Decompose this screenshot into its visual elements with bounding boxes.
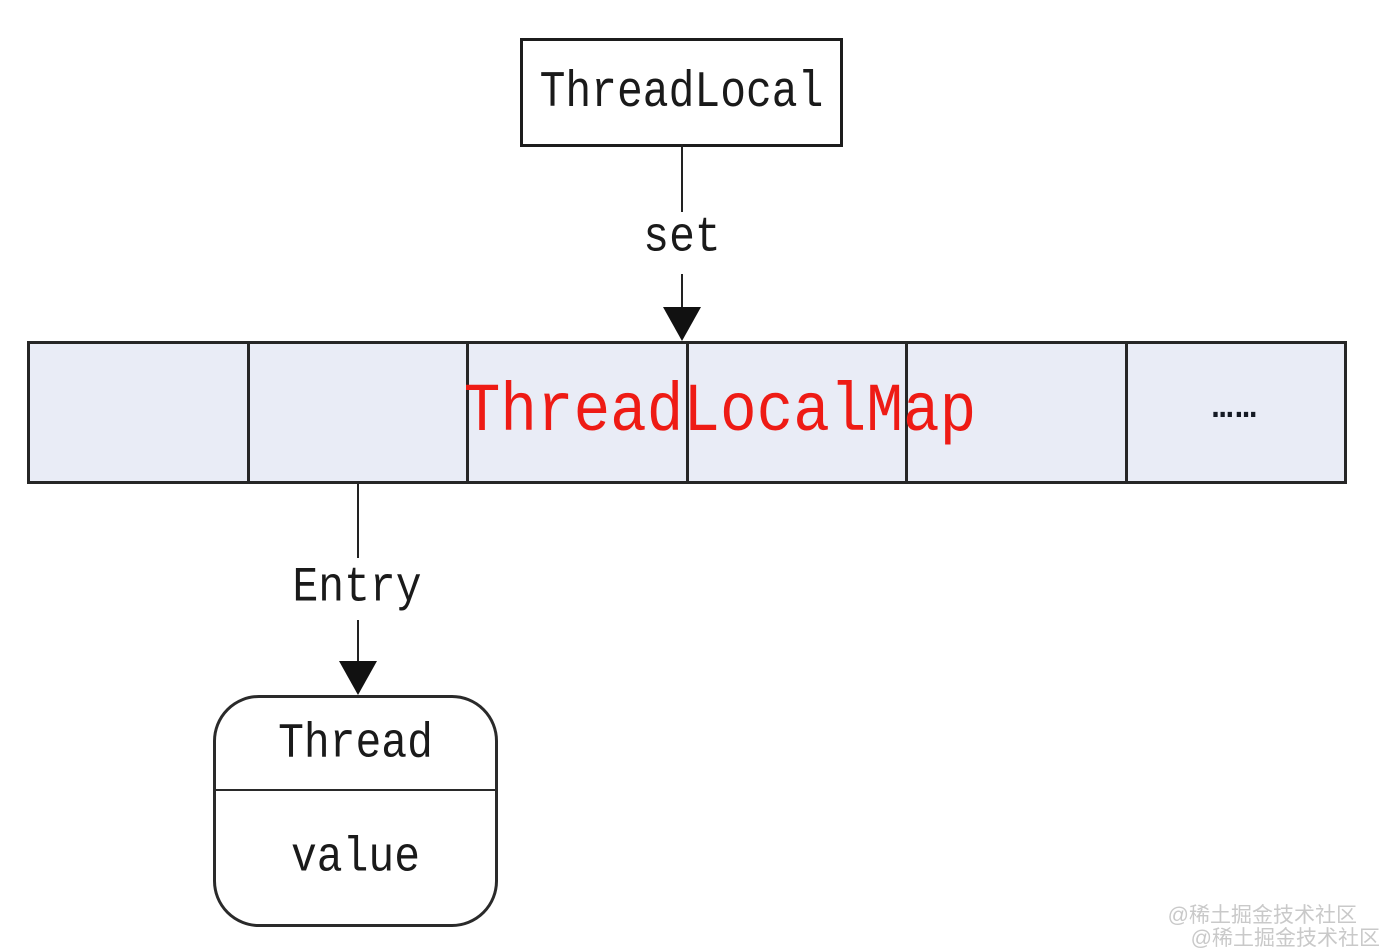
entry-box-value-section: value <box>216 791 495 924</box>
entry-connector-line-lower <box>357 620 359 666</box>
watermark-line-2: @稀土掘金技术社区 <box>1190 927 1380 950</box>
map-cell <box>469 344 689 481</box>
set-connector-line-lower <box>681 274 683 314</box>
threadlocalmap-row: …… <box>27 341 1347 484</box>
map-cell <box>908 344 1128 481</box>
entry-label: Entry <box>292 559 422 616</box>
map-cell <box>250 344 469 481</box>
set-label: set <box>643 209 721 266</box>
watermark-line-1: @稀土掘金技术社区 <box>1167 904 1357 927</box>
set-arrowhead-icon <box>663 307 701 341</box>
entry-connector-line-upper <box>357 484 359 558</box>
threadlocal-box: ThreadLocal <box>520 38 843 147</box>
map-cell <box>30 344 250 481</box>
map-cell <box>689 344 908 481</box>
entry-arrowhead-icon <box>339 661 377 695</box>
ellipsis-label: …… <box>1212 389 1260 428</box>
entry-box: Thread value <box>213 695 498 927</box>
threadlocal-label: ThreadLocal <box>539 63 824 122</box>
thread-label: Thread <box>278 715 433 772</box>
set-connector-line-upper <box>681 144 683 212</box>
map-cell: …… <box>1128 344 1345 481</box>
entry-box-thread-section: Thread <box>216 698 495 791</box>
value-label: value <box>290 829 421 886</box>
